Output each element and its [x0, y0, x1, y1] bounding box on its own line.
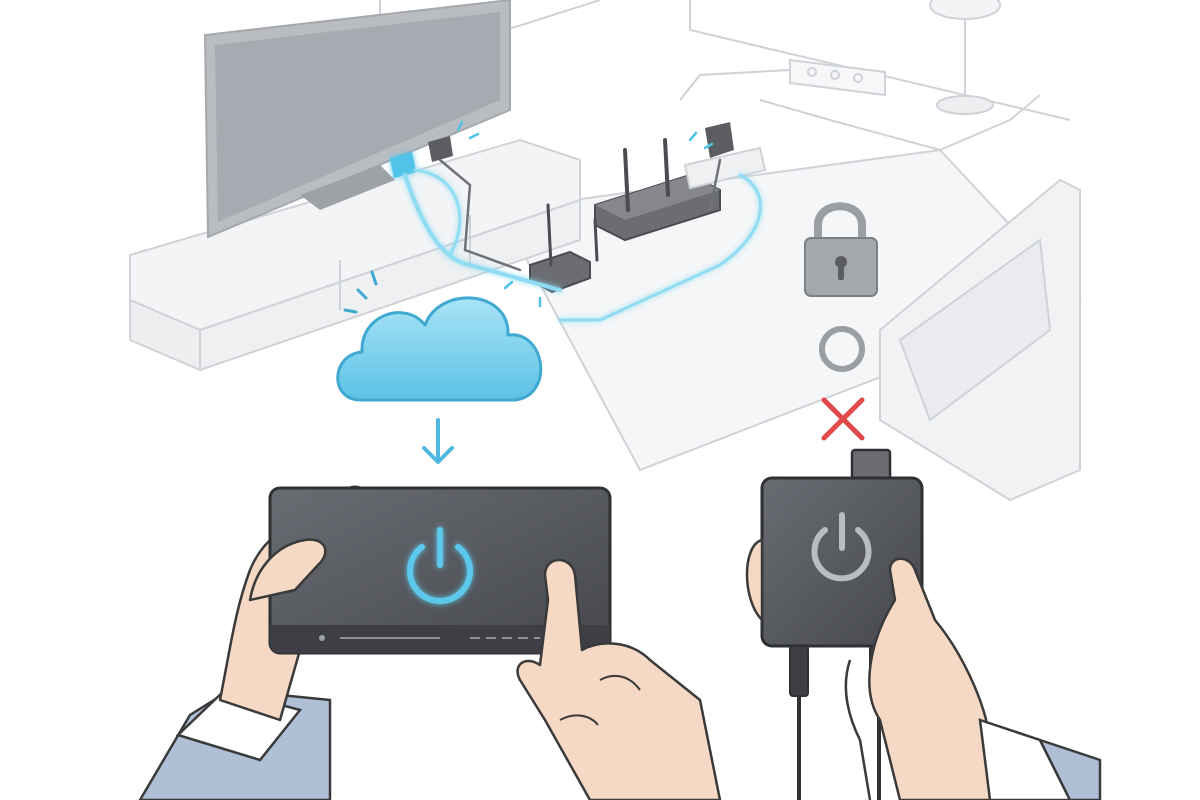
connection-cables: [403, 158, 762, 322]
power-strip: [789, 58, 886, 97]
right-hand: [745, 538, 1102, 800]
strip-cable: [759, 94, 1041, 152]
x-mark-icon: [821, 397, 865, 441]
floor-lamp: [929, 0, 1001, 115]
left-thumb: [248, 538, 327, 602]
sparkle-marks: [343, 270, 378, 314]
signal-marks: [456, 120, 714, 308]
television: [203, 0, 511, 239]
circle-icon: [819, 326, 865, 372]
wall-adapter: [683, 122, 767, 190]
right-cuff: [978, 718, 1072, 800]
power-icon[interactable]: [407, 527, 473, 604]
tv-base: [300, 165, 395, 210]
hdmi-adapters: [390, 136, 453, 178]
right-hand-pointing: [516, 558, 722, 800]
power-icon[interactable]: [811, 512, 872, 582]
left-device: [268, 486, 612, 655]
tv-stand-front: [199, 198, 581, 372]
cloud-icon: [336, 296, 543, 402]
streaming-hub: [529, 203, 599, 294]
arrow-down-icon: [422, 418, 454, 464]
padlock-icon: [804, 202, 878, 297]
wall-line: [689, 0, 1071, 121]
right-sleeve: [1037, 737, 1102, 800]
sofa-cushion: [898, 238, 1052, 422]
strip-cable: [679, 69, 791, 101]
